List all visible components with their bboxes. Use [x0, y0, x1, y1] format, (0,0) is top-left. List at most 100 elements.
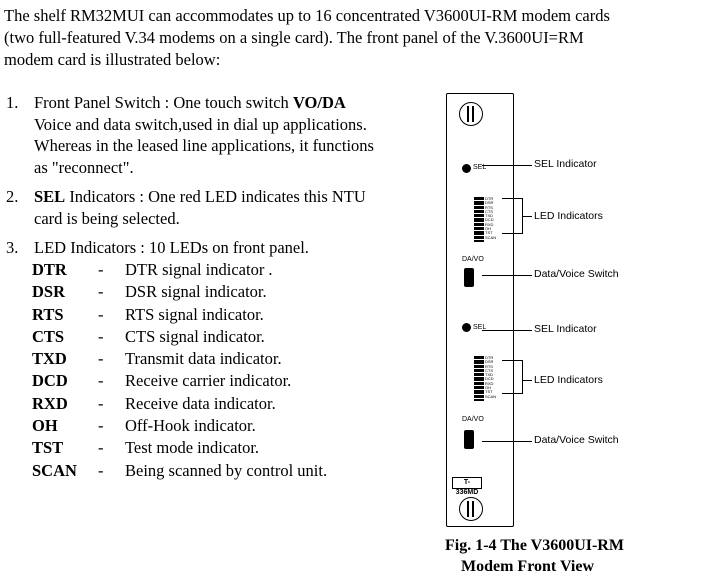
callout-line: [482, 330, 532, 331]
led-dash: -: [98, 371, 104, 391]
panel-sel-label: SEL: [473, 324, 487, 331]
data-voice-switch-icon: [464, 430, 474, 449]
bottom-screw-icon: [459, 497, 483, 521]
panel-led-label: DCD: [485, 217, 494, 223]
led-dash: -: [98, 260, 104, 279]
item-text: Front Panel Switch : One touch switch VO…: [34, 92, 374, 178]
panel-led-label: DSR: [485, 200, 494, 206]
led-dash: -: [98, 282, 104, 302]
callout-line: [522, 380, 532, 381]
led-abbr: TST: [32, 438, 64, 458]
panel-led-label: CTS: [485, 367, 493, 373]
callout-line: [522, 216, 532, 217]
item-number: 2.: [6, 187, 19, 206]
item-line: Front Panel Switch : One touch switch VO…: [34, 92, 374, 114]
panel-led-label: RTS: [485, 363, 493, 369]
item-line: card is being selected.: [34, 208, 180, 228]
led-dash: -: [98, 393, 104, 413]
led-column-icon: [474, 197, 484, 242]
panel-led-label: DTR: [485, 355, 494, 360]
led-dash: -: [98, 326, 104, 346]
model-label: T-336MD: [452, 477, 482, 496]
callout-data-voice-switch: Data/Voice Switch: [534, 268, 619, 280]
modem-card-panel: SEL DTR DSR RTS CTS TXD DCD RXD OH TST S…: [446, 93, 514, 527]
panel-led-label: RXD: [485, 221, 494, 227]
caption-line: Fig. 1-4 The V3600UI-RM: [445, 537, 624, 554]
sel-led-icon: [462, 164, 471, 173]
front-panel-diagram: SEL DTR DSR RTS CTS TXD DCD RXD OH TST S…: [440, 90, 720, 530]
panel-led-label: OH: [485, 226, 491, 232]
led-desc: DTR signal indicator .: [125, 260, 273, 279]
top-screw-icon: [459, 102, 483, 126]
callout-line: [502, 393, 522, 394]
led-dash: -: [98, 416, 104, 436]
led-abbr: SCAN: [32, 460, 77, 480]
led-desc: Receive data indicator.: [125, 393, 276, 413]
led-dash: -: [98, 460, 104, 480]
led-abbr: TXD: [32, 349, 67, 369]
callout-line: [502, 360, 522, 361]
led-desc: RTS signal indicator.: [125, 304, 264, 324]
callout-sel-indicator: SEL Indicator: [534, 323, 597, 335]
panel-led-labels: DTR DSR RTS CTS TXD DCD RXD OH TST SCAN: [485, 196, 497, 240]
panel-led-label: SCAN: [485, 393, 497, 399]
led-abbr: DTR: [32, 260, 67, 279]
led-desc: DSR signal indicator.: [125, 282, 267, 302]
led-abbr: RTS: [32, 304, 64, 324]
led-desc: CTS signal indicator.: [125, 326, 265, 346]
led-desc: Receive carrier indicator.: [125, 371, 292, 391]
panel-led-label: DCD: [485, 376, 494, 382]
callout-line: [482, 275, 532, 276]
panel-led-labels: DTR DSR RTS CTS TXD DCD RXD OH TST SCAN: [485, 355, 497, 399]
led-dash: -: [98, 349, 104, 369]
intro-line: The shelf RM32MUI can accommodates up to…: [4, 6, 610, 25]
led-abbr: CTS: [32, 326, 65, 346]
panel-led-label: TXD: [485, 372, 493, 378]
callout-line: [482, 441, 532, 442]
led-abbr: DSR: [32, 282, 66, 302]
callout-line: [522, 360, 523, 394]
panel-led-label: TXD: [485, 213, 493, 219]
panel-led-label: SCAN: [485, 234, 497, 240]
item-number: 1.: [6, 93, 19, 112]
intro-paragraph: The shelf RM32MUI can accommodates up to…: [4, 5, 716, 71]
figure-caption: Fig. 1-4 The V3600UI-RM Modem Front View: [445, 535, 624, 577]
panel-led-label: OH: [485, 385, 491, 391]
item-line: Whereas in the leased line applications,…: [34, 136, 374, 155]
caption-line: Modem Front View: [461, 558, 595, 575]
panel-led-label: CTS: [485, 208, 493, 214]
item-line: Voice and data switch,used in dial up ap…: [34, 114, 367, 134]
panel-switch-label: DA/VO: [462, 256, 484, 263]
led-desc: Transmit data indicator.: [125, 349, 282, 369]
item-number: 3.: [6, 238, 19, 257]
panel-led-label: DTR: [485, 196, 494, 201]
panel-sel-label: SEL: [473, 164, 487, 171]
callout-line: [482, 165, 532, 166]
led-abbr: DCD: [32, 371, 68, 391]
intro-line: modem card is illustrated below:: [4, 50, 221, 69]
panel-led-label: RXD: [485, 380, 494, 386]
data-voice-switch-icon: [464, 268, 474, 287]
intro-line: (two full-featured V.34 modems on a sing…: [4, 28, 584, 47]
led-desc: Test mode indicator.: [125, 438, 260, 458]
item-text-prefix: Front Panel Switch : One touch switch: [34, 93, 293, 112]
led-desc: Off-Hook indicator.: [125, 416, 256, 436]
callout-line: [502, 198, 522, 199]
callout-line: [502, 233, 522, 234]
led-dash: -: [98, 304, 104, 324]
item-text: LED Indicators : 10 LEDs on front panel.: [34, 238, 309, 257]
led-desc: Being scanned by control unit.: [125, 460, 328, 480]
callout-led-indicators: LED Indicators: [534, 210, 603, 222]
panel-led-label: TST: [485, 230, 493, 236]
panel-switch-label: DA/VO: [462, 416, 484, 423]
led-dash: -: [98, 438, 104, 458]
item-bold-term: SEL: [34, 187, 66, 206]
panel-led-label: RTS: [485, 204, 493, 210]
item-line: SEL Indicators : One red LED indicates t…: [34, 186, 366, 208]
led-column-icon: [474, 356, 484, 401]
item-text-rest: Indicators : One red LED indicates this …: [65, 187, 366, 206]
item-bold-term: VO/DA: [292, 93, 346, 112]
item-text: SEL Indicators : One red LED indicates t…: [34, 186, 366, 229]
led-abbr: OH: [32, 416, 58, 436]
panel-led-label: DSR: [485, 359, 494, 365]
